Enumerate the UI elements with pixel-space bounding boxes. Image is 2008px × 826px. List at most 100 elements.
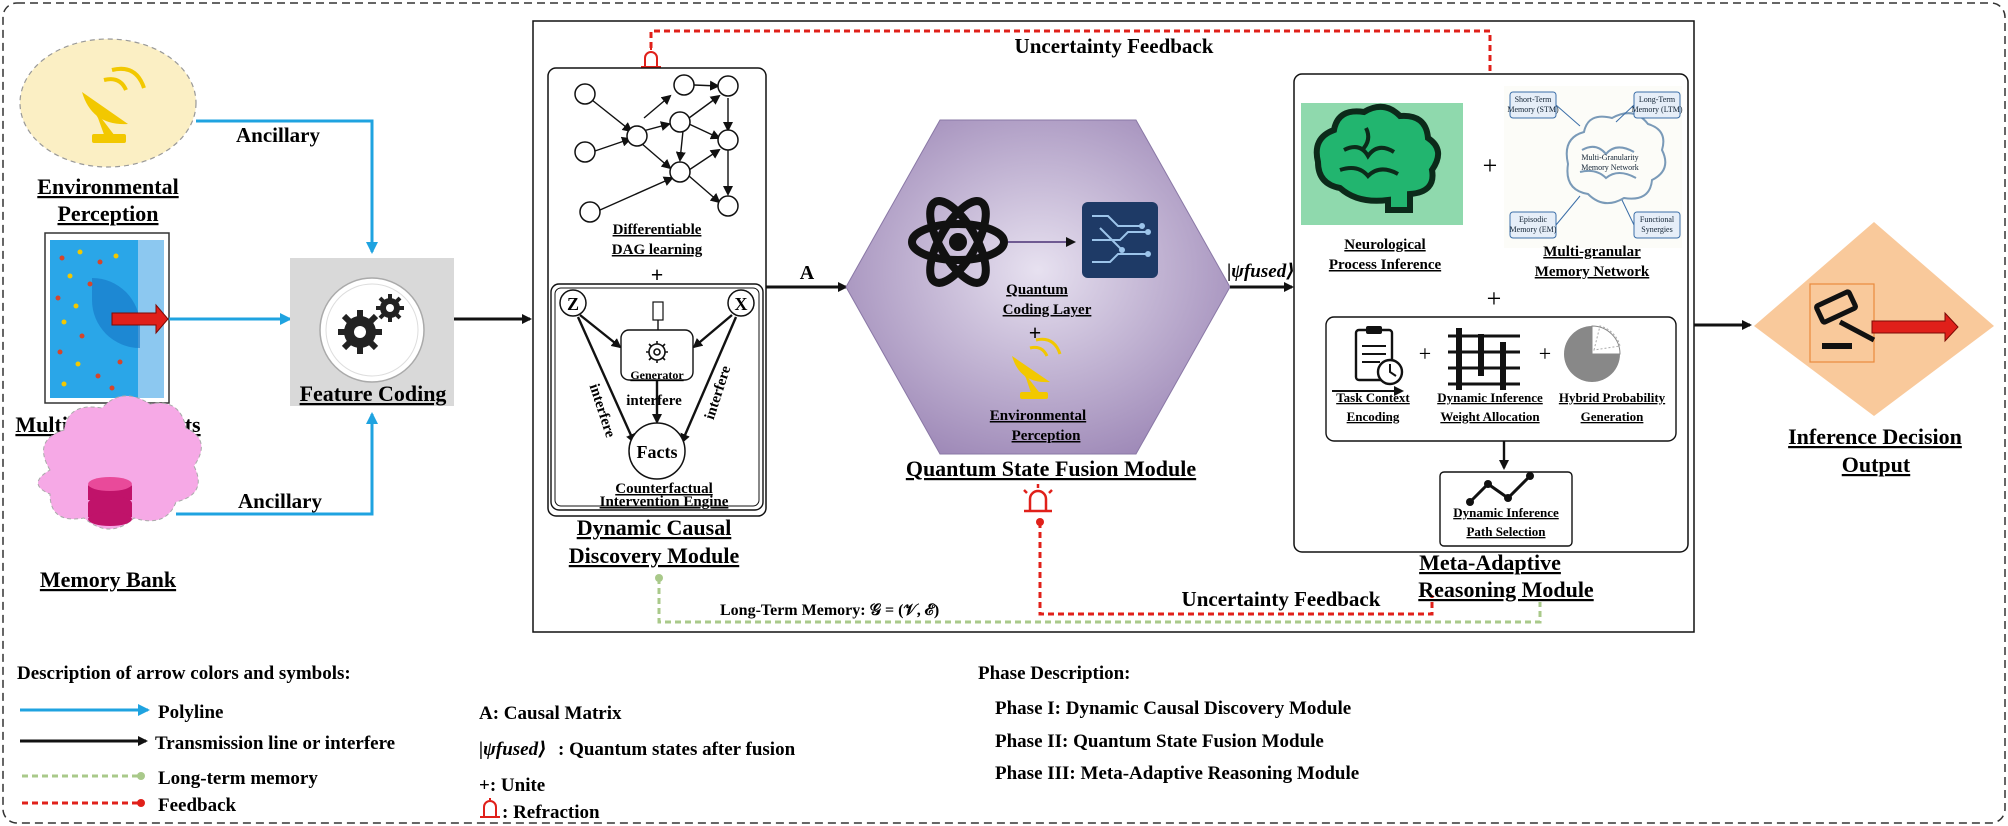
atom-icon (908, 197, 1008, 287)
memory-bank-label: Memory Bank (40, 567, 177, 592)
svg-text:Functional: Functional (1640, 215, 1675, 224)
hybrid-label-2: Generation (1581, 409, 1645, 424)
feature-coding-label: Feature Coding (300, 381, 447, 406)
pie-chart-icon (1564, 325, 1621, 382)
weight-label-1: Dynamic Inference (1437, 390, 1543, 405)
generator-label: Generator (630, 368, 684, 382)
path-label-1: Dynamic Inference (1453, 505, 1559, 520)
gear-icon (646, 341, 668, 363)
mar-title-1: Meta-Adaptive (1419, 550, 1561, 575)
qsf-env-label-1: Environmental (990, 408, 1086, 424)
mar-title-2: Reasoning Module (1418, 577, 1594, 602)
output-label-1: Inference Decision (1788, 424, 1962, 449)
engine-label-2: Intervention Engine (600, 494, 729, 510)
alarm-icon-bottom (1023, 484, 1053, 513)
feedback-bottom-label: Uncertainty Feedback (1182, 587, 1381, 611)
neuro-label-2: Process Inference (1329, 257, 1442, 273)
node-x: X (735, 294, 748, 314)
memory-cloud (37, 395, 202, 530)
feedback-top-label: Uncertainty Feedback (1015, 34, 1214, 58)
mar-plus-3: + (1419, 341, 1431, 366)
phase-description: Phase Description: Phase I: Dynamic Caus… (978, 663, 1359, 784)
interfere-mid-label: interfere (626, 393, 682, 409)
mar-plus-4: + (1539, 341, 1551, 366)
legend-psi-symbol: |ψfused⟩ (479, 739, 547, 760)
gears-icon (338, 294, 404, 354)
path-label-2: Path Selection (1466, 524, 1546, 539)
memory-bank-input: Memory Bank (37, 395, 202, 592)
arrow-a-label: A (800, 262, 815, 284)
svg-text:Memory (EM): Memory (EM) (1510, 225, 1557, 234)
feature-coding-block: Feature Coding (290, 258, 454, 406)
svg-text:Memory Network: Memory Network (1581, 163, 1639, 172)
long-term-memory-line: Long-Term Memory: 𝒢 = (𝒱, ℰ) (655, 574, 1542, 624)
dcd-plus: + (651, 262, 664, 287)
task-label-1: Task Context (1336, 390, 1410, 405)
dcd-title-2: Discovery Module (569, 543, 740, 568)
dag-graph (574, 74, 739, 223)
qsf-title: Quantum State Fusion Module (906, 456, 1197, 481)
circuit-chip-icon (1082, 202, 1158, 278)
node-z: Z (567, 294, 579, 314)
generator-node: Generator (620, 301, 694, 382)
facts-node: Facts (637, 442, 678, 462)
mar-plus-2: + (1487, 284, 1502, 313)
polyline-arrows (169, 119, 378, 516)
meta-adaptive-reasoning-module: Neurological Process Inference + (1293, 73, 1689, 602)
path-selection-box (1439, 471, 1573, 547)
satellite-dish-icon (82, 66, 146, 143)
legend-transmission: Transmission line or interfere (155, 733, 395, 754)
red-arrow-icon (111, 303, 169, 335)
legend-feedback: Feedback (158, 795, 237, 816)
gavel-icon (1814, 289, 1876, 349)
engine-label-1: Counterfactual (615, 481, 713, 497)
environmental-label-2: Perception (57, 201, 158, 226)
legend-unite: +: Unite (479, 775, 545, 796)
legend-polyline: Polyline (158, 702, 223, 723)
neuro-label-1: Neurological (1344, 237, 1425, 253)
satellite-dish-icon-qsf (1012, 337, 1062, 399)
long-term-memory-label: Long-Term Memory: 𝒢 = (𝒱, ℰ) (720, 602, 939, 619)
output-label-2: Output (1842, 452, 1911, 477)
alarm-icon-top (641, 48, 661, 68)
mem-label-2: Memory Network (1535, 264, 1650, 280)
psi-fused-label: |ψfused⟩ (1227, 261, 1295, 282)
qcl-label-1: Quantum (1006, 282, 1068, 298)
weight-label-2: Weight Allocation (1440, 409, 1540, 424)
brain-icon (1313, 103, 1441, 213)
task-label-2: Encoding (1347, 409, 1400, 424)
clipboard-clock-icon (1332, 326, 1404, 396)
legend-title: Description of arrow colors and symbols: (17, 663, 351, 684)
legend-long-term: Long-term memory (158, 768, 318, 789)
svg-text:Memory (STM): Memory (STM) (1507, 105, 1559, 114)
inference-decision-output: Inference Decision Output (1754, 222, 1994, 477)
mar-plus-1: + (1483, 151, 1498, 180)
mem-label-1: Multi-granular (1543, 244, 1641, 260)
legend-refraction: : Refraction (502, 802, 600, 823)
svg-text:Synergies: Synergies (1641, 225, 1672, 234)
svg-text:Memory (LTM): Memory (LTM) (1631, 105, 1682, 114)
dcd-title-1: Dynamic Causal (577, 515, 732, 540)
phase-3: Phase III: Meta-Adaptive Reasoning Modul… (995, 763, 1359, 784)
dynamic-causal-discovery-module: Differentiable DAG learning + Z X Genera… (547, 67, 767, 568)
qcl-label-2: Coding Layer (1003, 302, 1092, 318)
svg-text:Multi-Granularity: Multi-Granularity (1581, 153, 1638, 162)
ancillary-bottom-label: Ancillary (238, 489, 322, 513)
environmental-label-1: Environmental (37, 174, 178, 199)
qsf-env-label-2: Perception (1012, 428, 1082, 444)
dag-label-1: Differentiable (613, 222, 702, 238)
legend: Description of arrow colors and symbols:… (17, 663, 796, 823)
svg-text:Long-Term: Long-Term (1639, 95, 1676, 104)
phase-title: Phase Description: (978, 663, 1131, 684)
environment-ellipse (19, 38, 197, 168)
qsf-plus: + (1029, 320, 1042, 345)
svg-text:Episodic: Episodic (1519, 215, 1547, 224)
phase-1: Phase I: Dynamic Causal Discovery Module (995, 698, 1351, 719)
feedback-bottom-line: Uncertainty Feedback (1023, 484, 1434, 616)
output-red-arrow-icon (1871, 311, 1959, 343)
path-line-icon (1466, 472, 1534, 506)
environmental-perception-input: Environmental Perception (19, 38, 197, 226)
particle-dots (55, 249, 123, 391)
dag-label-2: DAG learning (612, 242, 703, 258)
